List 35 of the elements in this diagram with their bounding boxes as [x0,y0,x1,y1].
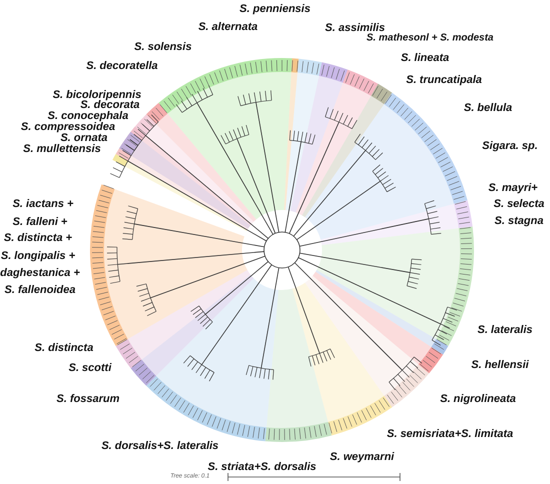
clade-label: S. selecta [494,198,544,210]
clade-label: S. striata+S. dorsalis [208,460,316,473]
clade-label: S. alternata [198,20,258,34]
clade-label: S. weymarni [330,450,394,464]
clade-label: S. mayri+ [488,182,538,194]
clade-label: S. ornata [60,132,108,144]
clade-label: S. solensis [134,40,192,54]
clade-label: S. fossarum [56,392,120,406]
clade-label: S. truncatipala [406,74,482,86]
clade-label: S. dorsalis+S. lateralis [101,440,219,452]
clade-label: daghestanica + [0,266,80,280]
clade-label: S. conocephala [48,110,128,122]
clade-label: S. bicoloripennis [52,88,142,101]
clade-label: S. penniensis [240,2,310,16]
clade-label: S. iactans + [12,198,74,210]
clade-label: S. nigrolineata [440,392,516,406]
clade-label: S. decorata [80,98,140,111]
clade-label: S. compressoidea [20,120,116,133]
clade-label: S. bellula [464,102,512,114]
clade-label: S. mathesonl + S. modesta [366,32,494,44]
clade-label: S. assimilis [325,22,385,34]
clade-label: S. semisriata+S. limitata [386,428,514,440]
clade-label: S. distincta + [4,232,72,244]
clade-label: Sigara. sp. [482,140,538,152]
clade-label: S. lineata [400,52,450,64]
clade-label: S. falleni + [12,216,68,228]
clade-label: S. scotti [68,362,112,374]
clade-label: S. lateralis [477,324,533,336]
clade-label: S. fallenoidea [4,284,76,296]
clade-label: S. distincta [34,342,94,354]
clade-label: S. mullettensis [23,142,101,156]
clade-label: S. stagna [494,214,544,228]
clade-label: S. longipalis + [0,250,76,262]
clade-label: S. hellensii [471,358,529,372]
clade-label: S. decoratella [86,60,158,72]
